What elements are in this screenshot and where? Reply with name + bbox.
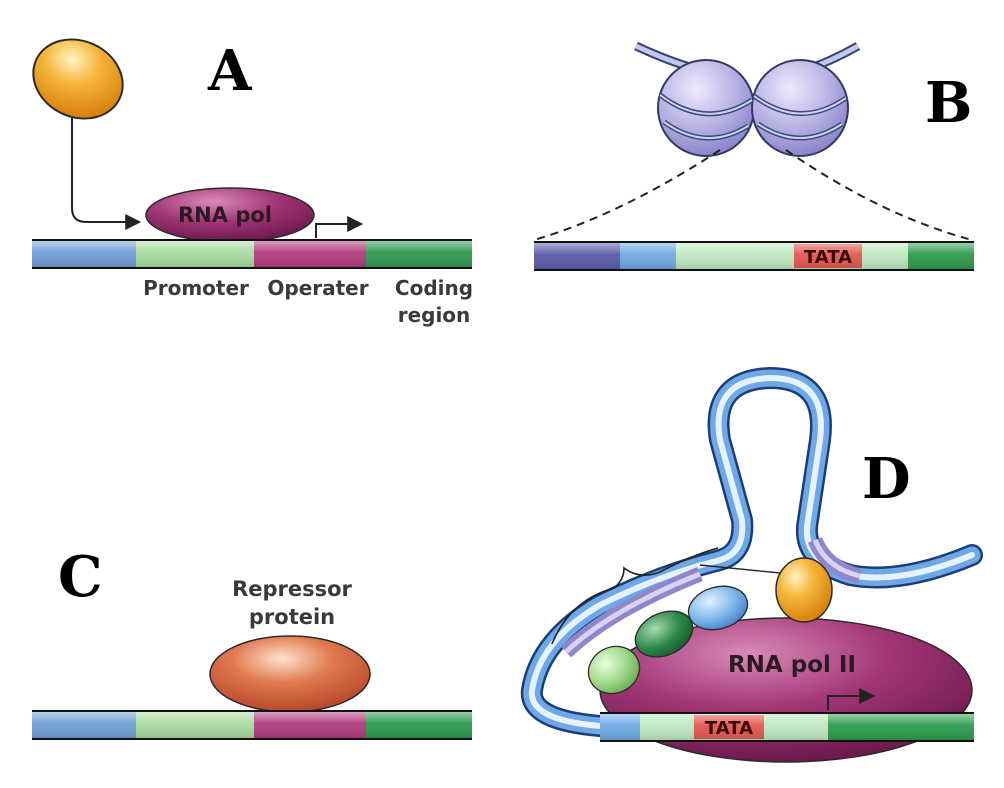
recruit-arrow [71, 118, 142, 230]
transcription-start-arrow-d [827, 688, 876, 710]
activator-light-green [587, 645, 641, 695]
dna-strand-b [534, 241, 974, 271]
panel-c: C Repressor protein [32, 544, 472, 740]
dna-strand-c [32, 710, 472, 740]
zoom-line-left [533, 149, 721, 241]
zoom-line-right [785, 149, 973, 241]
transcription-start-arrow-a [315, 216, 364, 238]
rna-pol-ii-label: RNA pol II [728, 652, 856, 678]
mediator-line [699, 564, 791, 575]
coding-region-label-line2: region [398, 303, 471, 327]
repressor-protein [209, 635, 371, 713]
panel-a: A RNA pol Promoter Operater Coding regio… [32, 38, 473, 327]
panel-d-letter: D [862, 446, 911, 512]
operator-label: Operater [267, 276, 368, 300]
dna-strand-d [600, 712, 974, 742]
dna-strand-a [32, 239, 472, 269]
panel-b-letter: B [925, 70, 972, 136]
promoter-label: Promoter [143, 276, 249, 300]
activator-blue [687, 585, 749, 631]
panel-c-letter: C [58, 544, 103, 610]
rna-pol-label: RNA pol [178, 203, 272, 227]
enhancer-bracket [551, 547, 719, 645]
dna-loop [520, 366, 983, 737]
panel-d: D RNA pol II [520, 366, 983, 763]
repressor-label-line1: Repressor [232, 577, 352, 601]
activator-protein-a [32, 38, 124, 120]
tata-label-b: TATA [804, 247, 852, 268]
panel-b: B TATA [533, 41, 974, 271]
repressor-label-line2: protein [249, 605, 335, 629]
panel-a-letter: A [207, 38, 253, 104]
coding-region-label-line1: Coding [395, 276, 473, 300]
tata-label-d: TATA [705, 718, 753, 739]
activator-orange-d [775, 557, 833, 623]
